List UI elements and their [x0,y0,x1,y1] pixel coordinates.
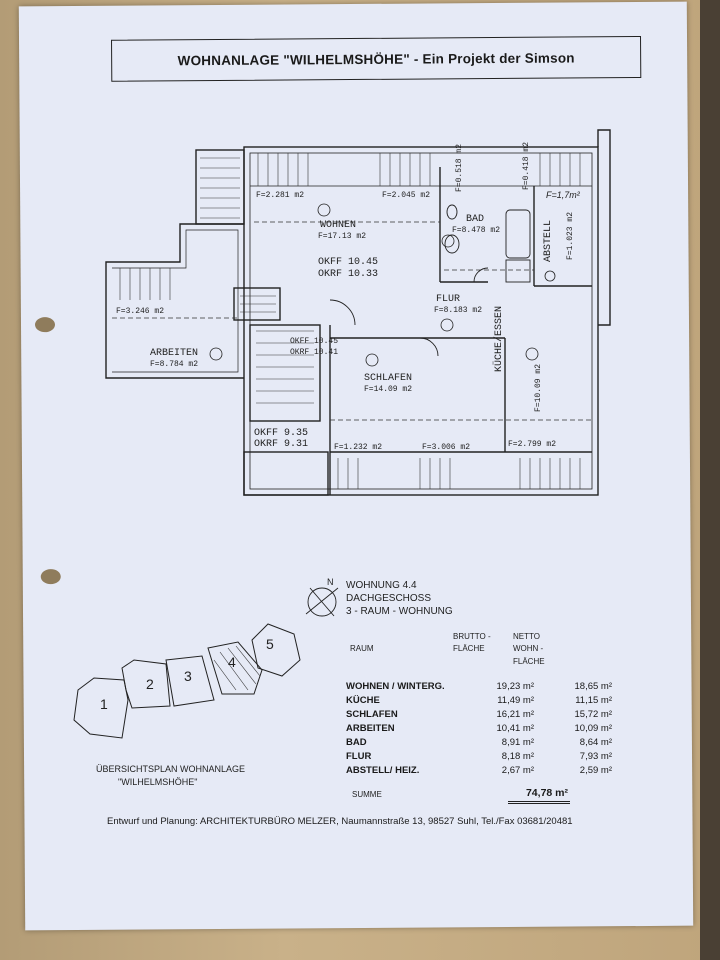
room-arbeiten-area: F=8.784 m2 [150,360,199,369]
area-cell-name: BAD [346,736,367,748]
area-label: F=2.799 m2 [508,440,557,449]
area-table: WOHNEN / WINTERG. 19,23 m² 18,65 m² KÜCHE 11… [346,680,612,778]
area-table-row: ARBEITEN 10,41 m² 10,09 m² [346,722,612,736]
overview-block-4: 4 [228,654,236,670]
area-table-row: BAD 8,91 m² 8,64 m² [346,736,612,750]
area-table-row: WOHNEN / WINTERG. 19,23 m² 18,65 m² [346,680,612,694]
level-label: OKFF 10.45 [318,257,379,268]
area-cell-brutto: 2,67 m² [501,764,534,776]
abstell-handwritten-note: F=1,7m² [546,190,580,200]
area-table-row: KÜCHE 11,49 m² 11,15 m² [346,694,612,708]
area-cell-name: WOHNEN / WINTERG. [346,680,445,692]
outer-wall [243,146,599,496]
footer-credit: Entwurf und Planung: ARCHITEKTURBÜRO MEL… [107,816,573,827]
area-cell-brutto: 19,23 m² [496,680,535,692]
folder-edge [700,0,720,960]
summe-underline [508,801,570,804]
level-label: OKFF 9.35 [254,428,309,439]
overview-site-plan [73,623,301,739]
area-cell-netto: 15,72 m² [574,708,613,720]
north-label: N [327,577,334,587]
summe-value: 74,78 m² [525,787,568,799]
area-cell-brutto: 11,49 m² [497,694,534,706]
col-brutto-header-1: BRUTTO - [453,632,491,641]
area-cell-brutto: 16,21 m² [496,708,535,720]
stair-upper [233,287,281,321]
overview-caption-1: ÜBERSICHTSPLAN WOHNANLAGE [96,764,246,774]
area-cell-name: SCHLAFEN [346,708,398,720]
room-flur-name: FLUR [436,294,461,305]
area-cell-netto: 7,93 m² [579,750,612,762]
area-label: F=3.246 m2 [116,307,165,316]
summe-label: SUMME [352,790,382,799]
col-netto-header-2: WOHN - [513,644,544,653]
col-brutto-header-2: FLÄCHE [453,644,485,653]
area-cell-netto: 8,64 m² [579,736,612,748]
area-label: F=3.006 m2 [422,443,471,452]
arbeiten-wall [105,223,244,379]
room-schlafen-area: F=14.09 m2 [364,385,413,394]
overview-block-1: 1 [100,696,108,712]
area-label: F=1.232 m2 [334,443,383,452]
level-label: OKRF 10.33 [318,269,379,280]
area-cell-netto: 18,65 m² [574,680,613,692]
room-bad-area: F=8.478 m2 [452,226,501,235]
room-arbeiten-name: ARBEITEN [150,348,199,359]
area-cell-netto: 11,15 m² [575,694,612,706]
door-swings [329,267,489,357]
area-label: F=2.045 m2 [382,191,431,200]
room-flur-area: F=8.183 m2 [434,306,483,315]
apartment-number: WOHNUNG 4.4 [346,580,417,591]
north-arrow [305,587,339,617]
apartment-type: 3 - RAUM - WOHNUNG [346,606,453,617]
area-cell-netto: 10,09 m² [574,722,613,734]
area-cell-name: FLUR [346,750,372,762]
area-table-row: ABSTELL/ HEIZ. 2,67 m² 2,59 m² [346,764,612,778]
area-cell-brutto: 10,41 m² [496,722,535,734]
area-cell-brutto: 8,91 m² [501,736,534,748]
area-table-row: SCHLAFEN 16,21 m² 15,72 m² [346,708,612,722]
overview-block-5: 5 [266,636,274,652]
level-label: OKFF 10.45 [290,337,339,346]
col-netto-header-1: NETTO [513,632,540,641]
area-table-row: FLUR 8,18 m² 7,93 m² [346,750,612,764]
col-netto-header-3: FLÄCHE [513,657,545,666]
level-label: OKRF 9.31 [254,439,309,450]
level-label: OKRF 10.41 [290,348,339,357]
area-cell-name: ABSTELL/ HEIZ. [346,764,420,776]
overview-caption-2: "WILHELMSHÖHE" [118,777,198,787]
room-schlafen-name: SCHLAFEN [364,373,413,384]
area-cell-name: KÜCHE [346,694,380,706]
overview-block-2: 2 [146,676,154,692]
room-wohnen-area: F=17.13 m2 [318,232,367,241]
room-bad-name: BAD [466,214,485,225]
area-cell-netto: 2,59 m² [579,764,612,776]
area-cell-name: ARBEITEN [346,722,395,734]
room-wohnen-name: WOHNEN [320,220,357,231]
staircase [249,324,321,422]
area-label: F=2.281 m2 [256,191,305,200]
apartment-floor: DACHGESCHOSS [346,593,432,604]
area-cell-brutto: 8,18 m² [501,750,534,762]
col-raum-header: RAUM [350,644,374,653]
overview-block-3: 3 [184,668,192,684]
bathroom-fixtures [444,204,531,283]
